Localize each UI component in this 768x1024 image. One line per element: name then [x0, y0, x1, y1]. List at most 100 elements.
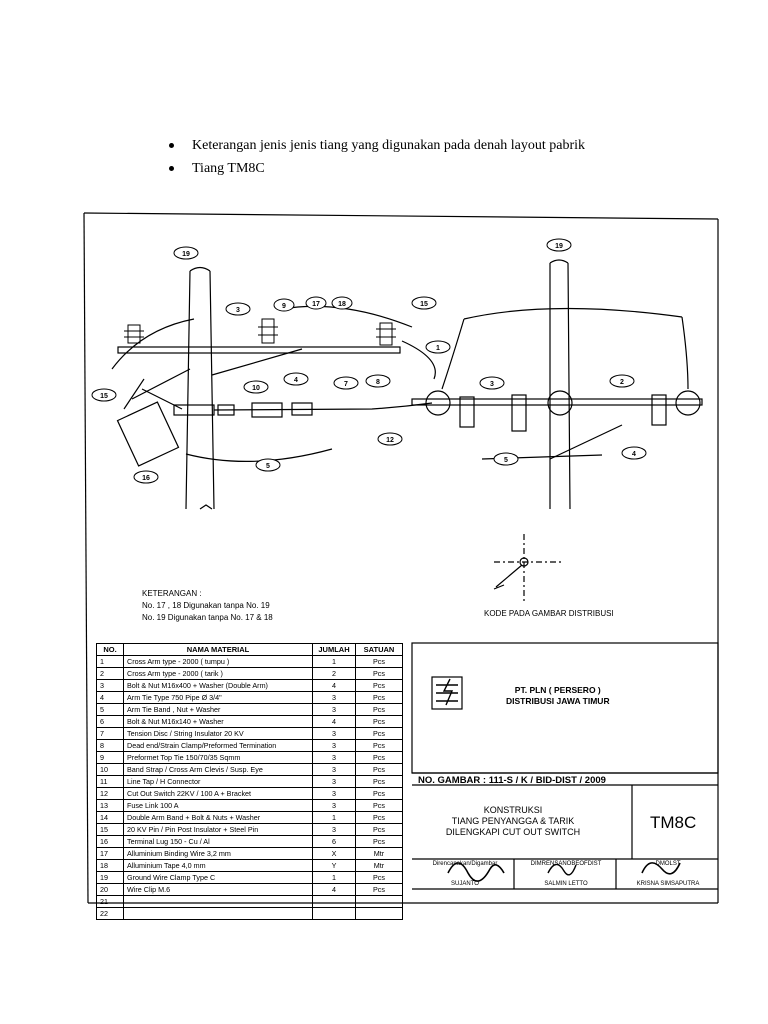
table-cell: 3	[96, 679, 124, 692]
callout-label: 16	[142, 475, 150, 482]
table-cell: 3	[312, 775, 356, 788]
table-cell: 3	[312, 763, 356, 776]
table-cell: 4	[96, 691, 124, 704]
table-cell: Pcs	[355, 679, 403, 692]
table-cell: X	[312, 847, 356, 860]
table-cell: 4	[312, 679, 356, 692]
keterangan-line: No. 19 Digunakan tanpa No. 17 & 18	[142, 613, 273, 622]
column-header: NO.	[96, 643, 124, 656]
table-cell: 21	[96, 895, 124, 908]
keterangan-line: No. 17 , 18 Digunakan tanpa No. 19	[142, 601, 270, 610]
drawing-number: NO. GAMBAR : 111-S / K / BID-DIST / 2009	[418, 775, 606, 786]
table-cell: 1	[312, 655, 356, 668]
table-cell: Pcs	[355, 823, 403, 836]
table-cell: 3	[312, 799, 356, 812]
callout-label: 7	[344, 381, 348, 388]
construction-line: KONSTRUKSI	[483, 805, 543, 815]
table-cell: 16	[96, 835, 124, 848]
table-cell: Pcs	[355, 739, 403, 752]
table-cell: Pcs	[355, 799, 403, 812]
table-cell: Pcs	[355, 775, 403, 788]
table-cell: 10	[96, 763, 124, 776]
table-cell: Band Strap / Cross Arm Clevis / Susp. Ey…	[123, 763, 313, 776]
table-cell: 20 KV Pin / Pin Post Insulator + Steel P…	[123, 823, 313, 836]
callout-label: 15	[420, 301, 428, 308]
table-cell: Mtr	[355, 847, 403, 860]
table-cell	[123, 907, 313, 920]
table-cell: Dead end/Strain Clamp/Preformed Terminat…	[123, 739, 313, 752]
table-cell: Preformet Top Tie 150/70/35 Sqmm	[123, 751, 313, 764]
construction-title: KONSTRUKSI TIANG PENYANGGA & TARIK DILEN…	[418, 805, 608, 838]
bullet-item: Keterangan jenis jenis tiang yang diguna…	[166, 137, 585, 160]
signature-block: Direncanakan/Digambar SUJANTO	[418, 861, 512, 887]
signature-name: SUJANTO	[451, 881, 479, 887]
callout-label: 4	[294, 377, 298, 384]
table-cell: 3	[312, 823, 356, 836]
table-cell: Arm Tie Type 750 Pipe Ø 3/4"	[123, 691, 313, 704]
table-cell: Fuse Link 100 A	[123, 799, 313, 812]
table-cell: Ground Wire Clamp Type C	[123, 871, 313, 884]
table-cell: Pcs	[355, 835, 403, 848]
table-row: 21	[96, 895, 403, 908]
table-cell: 3	[312, 703, 356, 716]
table-cell: Double Arm Band + Bolt & Nuts + Washer	[123, 811, 313, 824]
kode-label: KODE PADA GAMBAR DISTRIBUSI	[484, 609, 614, 618]
table-cell: 1	[96, 655, 124, 668]
table-cell: Pcs	[355, 715, 403, 728]
table-cell: Pcs	[355, 751, 403, 764]
table-cell	[312, 895, 356, 908]
callout-label: 10	[252, 385, 260, 392]
callout-label: 8	[376, 379, 380, 386]
table-cell: Bolt & Nut M16x400 + Washer (Double Arm)	[123, 679, 313, 692]
construction-line: TIANG PENYANGGA & TARIK	[451, 816, 575, 826]
table-cell: 6	[96, 715, 124, 728]
drawing-sheet: 19 3 9 17 18 15 1 4 7 8 10 15 16 5 19 3 …	[82, 209, 722, 920]
table-row: 22	[96, 907, 403, 920]
column-header: NAMA MATERIAL	[123, 643, 313, 656]
table-cell: 2	[312, 667, 356, 680]
table-cell	[355, 907, 403, 920]
table-cell: 3	[312, 739, 356, 752]
callout-label: 2	[620, 379, 624, 386]
table-cell: Alluminium Tape 4,0 mm	[123, 859, 313, 872]
table-cell: 2	[96, 667, 124, 680]
table-cell: Pcs	[355, 811, 403, 824]
table-cell: Terminal Lug 150 - Cu / Al	[123, 835, 313, 848]
table-cell: Wire Clip M.6	[123, 883, 313, 896]
table-cell: Y	[312, 859, 356, 872]
table-header-row: NO. NAMA MATERIAL JUMLAH SATUAN	[96, 643, 403, 656]
company-name: PT. PLN ( PERSERO )	[514, 685, 601, 695]
signature-label: Direncanakan/Digambar	[432, 861, 498, 867]
table-cell: 6	[312, 835, 356, 848]
table-cell: 13	[96, 799, 124, 812]
table-cell: Cross Arm type - 2000 ( tumpu )	[123, 655, 313, 668]
table-cell: 12	[96, 787, 124, 800]
table-cell: 4	[312, 883, 356, 896]
table-cell: Pcs	[355, 691, 403, 704]
table-cell: 18	[96, 859, 124, 872]
table-cell: 19	[96, 871, 124, 884]
table-cell	[355, 895, 403, 908]
table-cell: Cross Arm type - 2000 ( tarik )	[123, 667, 313, 680]
callout-label: 4	[632, 451, 636, 458]
table-cell: Mtr	[355, 859, 403, 872]
table-cell: Pcs	[355, 727, 403, 740]
signature-block: DIMRENSANOBEOFDIST SALMIN LETTO	[518, 861, 614, 887]
table-cell: 3	[312, 691, 356, 704]
table-cell: Arm Tie Band , Nut + Washer	[123, 703, 313, 716]
